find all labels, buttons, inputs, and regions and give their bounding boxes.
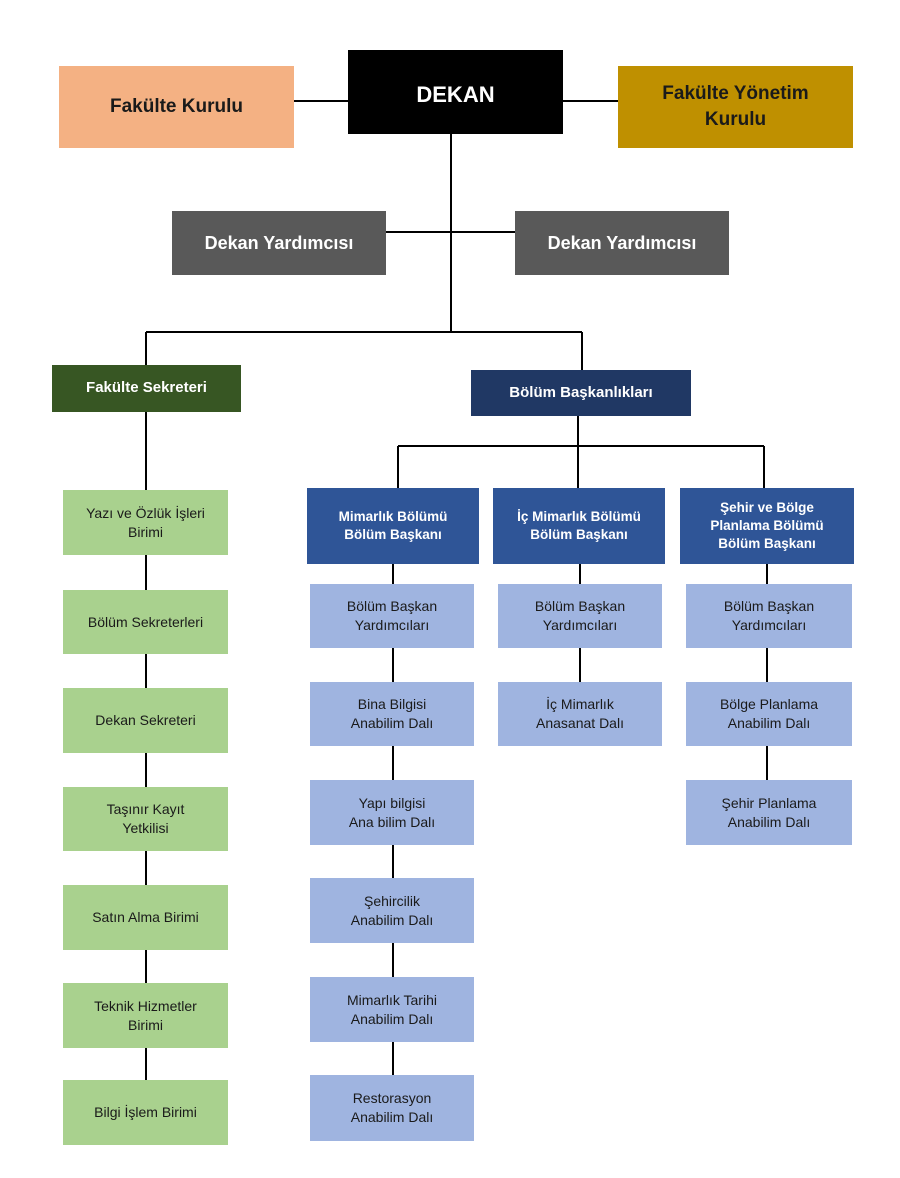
fakulte-yonetim-kurulu-box: Fakülte Yönetim Kurulu (618, 66, 853, 148)
dekan-yardimcisi-left-box: Dekan Yardımcısı (172, 211, 386, 275)
dekan-yardimcisi-left-label: Dekan Yardımcısı (204, 232, 354, 253)
sehir-bolge-bolum-baskani-box: Şehir ve Bölge Planlama Bölümü Bölüm Baş… (680, 488, 854, 564)
mimarlik-unit: Bina Bilgisi Anabilim Dalı (310, 682, 474, 746)
fakulte-kurulu-label: Fakülte Kurulu (109, 96, 243, 118)
bolum-baskanliklari-label: Bölüm Başkanlıkları (509, 383, 653, 401)
secretary-unit: Teknik Hizmetler Birimi (63, 983, 228, 1048)
fakulte-kurulu-box: Fakülte Kurulu (59, 66, 294, 148)
secretary-unit-label: Teknik Hizmetler Birimi (94, 997, 197, 1033)
ic-mimarlik-unit: Bölüm Başkan Yardımcıları (498, 584, 662, 648)
ic-mimarlik-unit: İç Mimarlık Anasanat Dalı (498, 682, 662, 746)
mimarlik-unit-label: Restorasyon Anabilim Dalı (350, 1090, 434, 1125)
mimarlik-unit: Restorasyon Anabilim Dalı (310, 1075, 474, 1141)
secretary-unit: Bilgi İşlem Birimi (63, 1080, 228, 1145)
dekan-yardimcisi-right-box: Dekan Yardımcısı (515, 211, 729, 275)
secretary-unit-label: Dekan Sekreteri (95, 712, 196, 729)
bolum-baskanliklari-box: Bölüm Başkanlıkları (471, 370, 691, 416)
ic-mimarlik-unit-label: İç Mimarlık Anasanat Dalı (536, 696, 624, 731)
mimarlik-unit-label: Mimarlık Tarihi Anabilim Dalı (347, 991, 437, 1027)
sehir-bolge-unit-label: Şehir Planlama Anabilim Dalı (721, 794, 817, 830)
secretary-unit-label: Bilgi İşlem Birimi (94, 1104, 197, 1121)
mimarlik-unit: Mimarlık Tarihi Anabilim Dalı (310, 977, 474, 1042)
dekan-box: DEKAN (348, 50, 563, 134)
sehir-bolge-unit-label: Bölge Planlama Anabilim Dalı (719, 696, 819, 731)
ic-mimarlik-unit-label: Bölüm Başkan Yardımcıları (534, 598, 626, 633)
secretary-unit: Bölüm Sekreterleri (63, 590, 228, 654)
mimarlik-unit: Yapı bilgisi Ana bilim Dalı (310, 780, 474, 845)
secretary-unit: Taşınır Kayıt Yetkilisi (63, 787, 228, 851)
mimarlik-unit: Bölüm Başkan Yardımcıları (310, 584, 474, 648)
sehir-bolge-unit: Bölüm Başkan Yardımcıları (686, 584, 852, 648)
mimarlik-unit-label: Bölüm Başkan Yardımcıları (346, 598, 438, 633)
ic-mimarlik-bolum-baskani-box: İç Mimarlık Bölümü Bölüm Başkanı (493, 488, 665, 564)
fakulte-sekreteri-label: Fakülte Sekreteri (86, 379, 207, 397)
mimarlik-unit-label: Yapı bilgisi Ana bilim Dalı (348, 794, 436, 830)
mimarlik-bolum-baskani-box: Mimarlık Bölümü Bölüm Başkanı (307, 488, 479, 564)
secretary-unit-label: Taşınır Kayıt Yetkilisi (106, 801, 185, 836)
mimarlik-unit: Şehircilik Anabilim Dalı (310, 878, 474, 943)
secretary-unit-label: Bölüm Sekreterleri (87, 613, 204, 630)
fakulte-sekreteri-box: Fakülte Sekreteri (52, 365, 241, 412)
mimarlik-unit-label: Bina Bilgisi Anabilim Dalı (350, 696, 434, 731)
sehir-bolge-bolum-baskani-label: Şehir ve Bölge Planlama Bölümü Bölüm Baş… (710, 499, 824, 552)
sehir-bolge-unit: Şehir Planlama Anabilim Dalı (686, 780, 852, 845)
secretary-unit: Satın Alma Birimi (63, 885, 228, 950)
sehir-bolge-unit: Bölge Planlama Anabilim Dalı (686, 682, 852, 746)
secretary-unit: Dekan Sekreteri (63, 688, 228, 753)
ic-mimarlik-bolum-baskani-label: İç Mimarlık Bölümü Bölüm Başkanı (517, 508, 641, 542)
sehir-bolge-unit-label: Bölüm Başkan Yardımcıları (723, 598, 815, 633)
mimarlik-unit-label: Şehircilik Anabilim Dalı (350, 892, 434, 928)
dekan-label: DEKAN (416, 82, 495, 107)
mimarlik-bolum-baskani-label: Mimarlık Bölümü Bölüm Başkanı (338, 508, 448, 542)
fakulte-yonetim-kurulu-label: Fakülte Yönetim Kurulu (662, 83, 809, 130)
secretary-unit-label: Satın Alma Birimi (92, 909, 199, 926)
dekan-yardimcisi-right-label: Dekan Yardımcısı (547, 232, 697, 253)
secretary-unit: Yazı ve Özlük İşleri Birimi (63, 490, 228, 555)
secretary-unit-label: Yazı ve Özlük İşleri Birimi (86, 504, 205, 540)
